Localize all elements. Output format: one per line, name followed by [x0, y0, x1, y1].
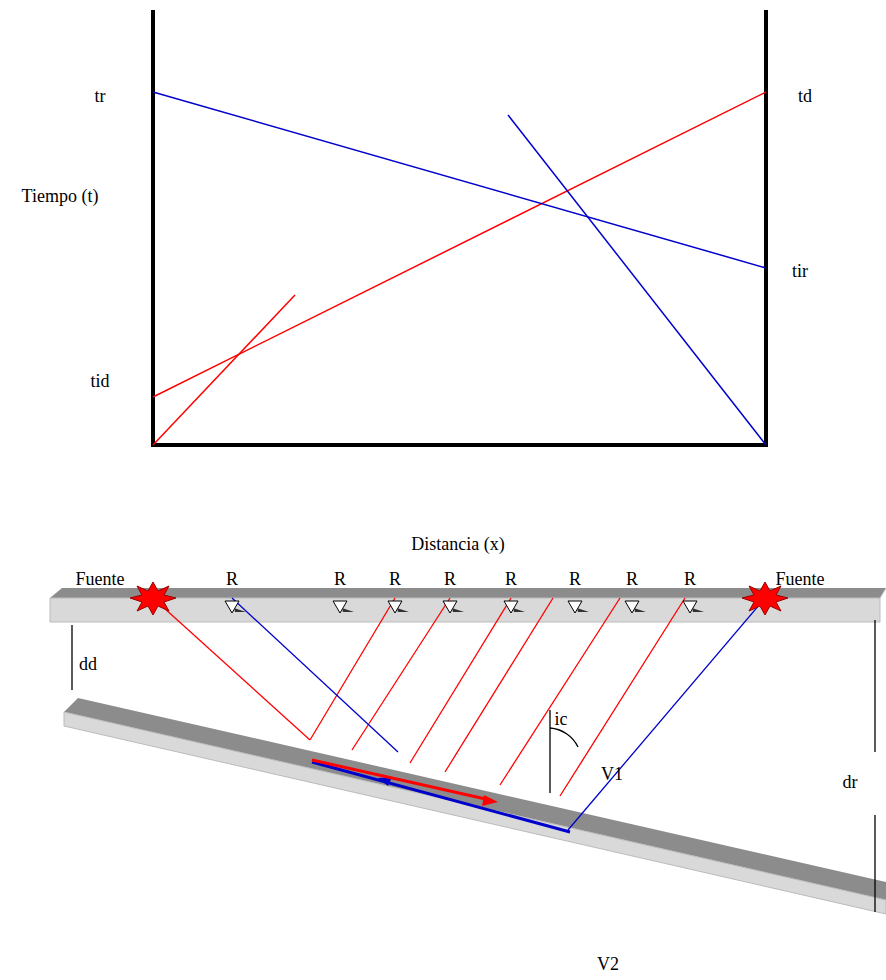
- label: R: [684, 570, 696, 590]
- label: R: [444, 570, 456, 590]
- receiver-shadow: [342, 608, 354, 612]
- receiver-shadow: [634, 608, 646, 612]
- receiver-shadow: [452, 608, 464, 612]
- label: ic: [555, 710, 568, 730]
- receiver-shadow: [692, 608, 704, 612]
- label: R: [626, 570, 638, 590]
- receiver-shadow: [234, 608, 246, 612]
- label: Distancia (x): [411, 535, 504, 555]
- dipping-interface: [64, 698, 886, 914]
- travel-time-plot: [151, 10, 768, 447]
- label: V2: [597, 955, 619, 975]
- label: tid: [90, 372, 109, 392]
- label: R: [334, 570, 346, 590]
- label: V1: [601, 765, 623, 785]
- label: Tiempo (t): [22, 187, 99, 207]
- label: Fuente: [76, 570, 125, 590]
- ray-paths: [72, 598, 875, 912]
- receiver-symbols: [225, 601, 704, 613]
- label: R: [226, 570, 238, 590]
- receiver-shadow: [577, 608, 589, 612]
- label: dr: [843, 773, 858, 793]
- label: R: [569, 570, 581, 590]
- label: dd: [79, 655, 97, 675]
- label: Fuente: [776, 570, 825, 590]
- label: R: [505, 570, 517, 590]
- label: tr: [95, 87, 106, 107]
- label: R: [389, 570, 401, 590]
- receiver-shadow: [397, 608, 409, 612]
- label: td: [798, 87, 812, 107]
- label: tir: [792, 262, 808, 282]
- receiver-shadow: [513, 608, 525, 612]
